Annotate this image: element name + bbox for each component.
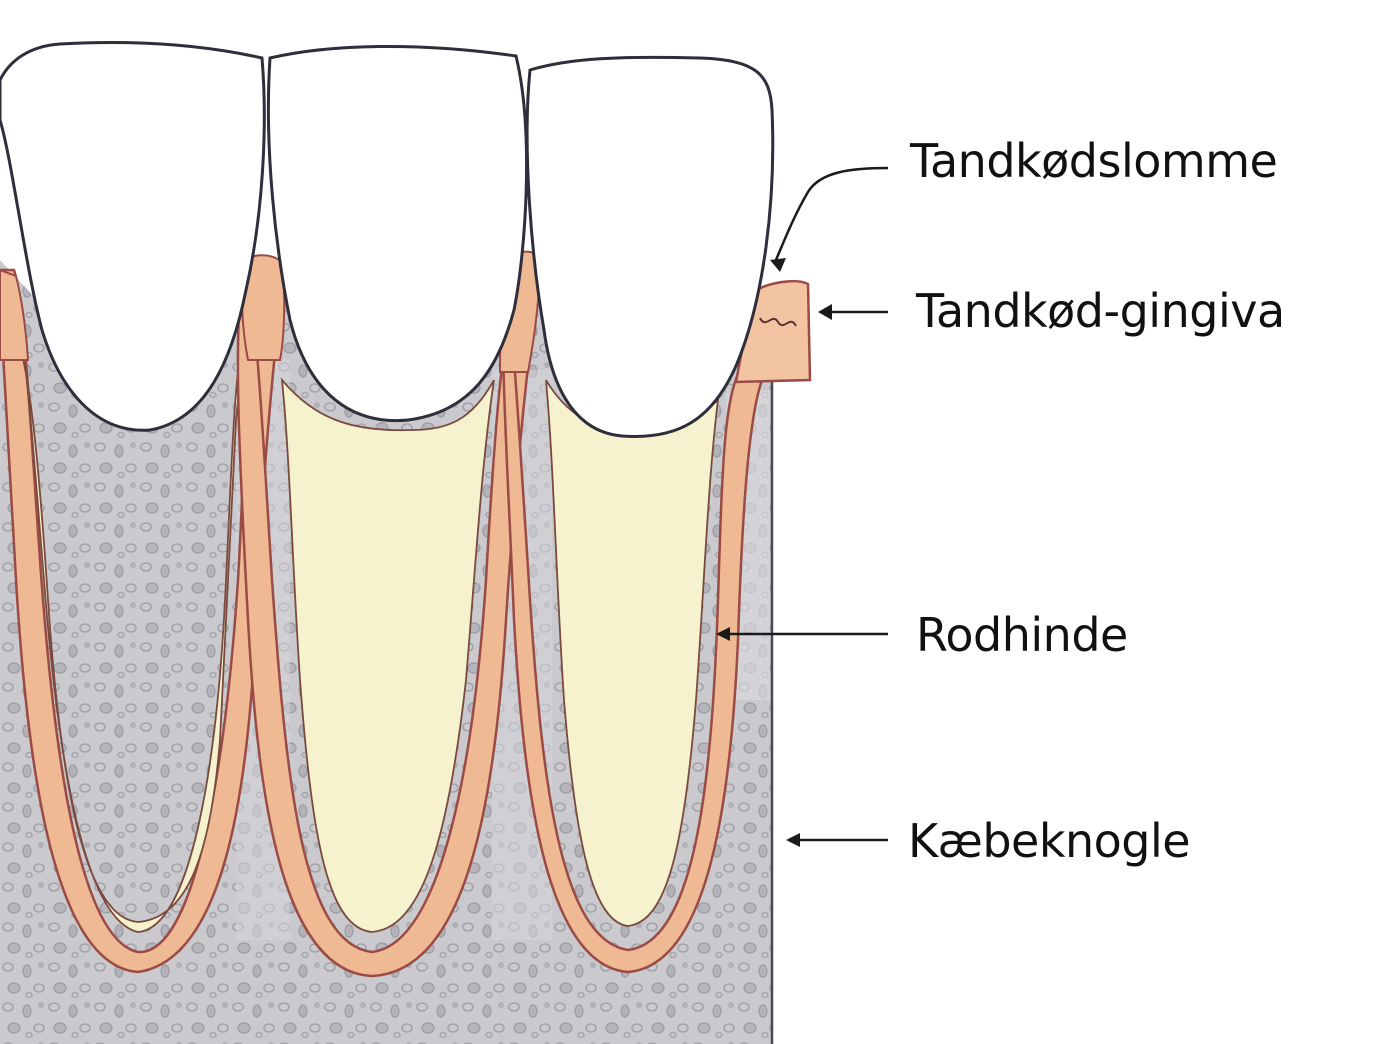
label-rodhinde: Rodhinde	[916, 608, 1128, 662]
label-tandkoed-gingiva: Tandkød-gingiva	[916, 284, 1285, 338]
tooth-crown-right	[525, 55, 775, 438]
label-tandkoedslomme: Tandkødslomme	[910, 134, 1278, 188]
leader-pocket	[774, 166, 889, 261]
leader-lines	[716, 166, 889, 847]
tooth-crown-middle	[266, 44, 529, 423]
label-kaebeknogle: Kæbeknogle	[908, 814, 1191, 868]
tooth-crowns	[0, 41, 775, 438]
tooth-crown-left	[0, 41, 266, 432]
